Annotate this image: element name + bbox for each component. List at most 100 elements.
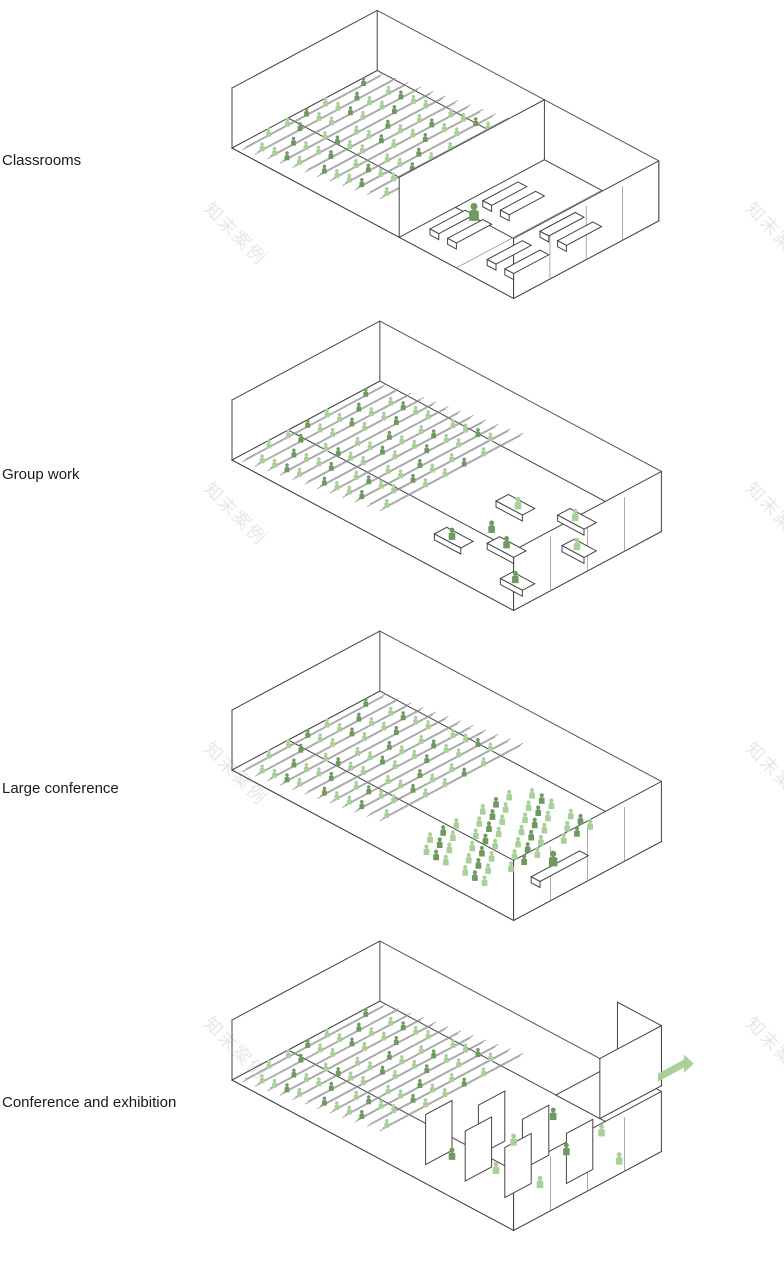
seated-person — [443, 437, 449, 443]
audience-member — [433, 853, 440, 861]
seated-person — [285, 742, 291, 749]
seated-person — [369, 1027, 374, 1031]
seating-row — [254, 80, 394, 155]
seated-person — [353, 1094, 359, 1100]
seated-person — [284, 154, 290, 161]
seated-person — [336, 447, 340, 451]
audience-member — [560, 837, 567, 844]
seated-person — [346, 488, 352, 495]
seated-person — [451, 1039, 455, 1043]
seated-person — [266, 1062, 272, 1069]
seated-person — [335, 1070, 341, 1077]
seated-person — [322, 480, 327, 486]
seated-person — [443, 467, 447, 472]
audience-member — [529, 829, 534, 835]
seating-row — [367, 1050, 509, 1127]
audience-member — [568, 808, 573, 813]
seated-person — [462, 1077, 466, 1082]
seated-person — [305, 728, 310, 733]
seated-person — [411, 1093, 415, 1098]
seated-person — [425, 723, 431, 730]
seated-person — [299, 1053, 303, 1058]
visitor-figure — [599, 1124, 605, 1129]
seated-person — [393, 450, 397, 454]
audience-member — [493, 800, 499, 808]
seated-person — [398, 472, 403, 479]
desk-front — [504, 268, 515, 281]
seated-person — [411, 783, 415, 788]
axonometric-group-work — [228, 318, 784, 642]
seated-person — [460, 116, 466, 122]
seated-person — [461, 1080, 467, 1087]
seated-person — [394, 726, 399, 730]
audience-member — [481, 879, 488, 887]
audience-member — [532, 817, 537, 822]
seated-person — [399, 90, 403, 94]
seated-person — [359, 147, 365, 154]
speaker-figure — [550, 850, 557, 857]
seated-person — [423, 102, 429, 109]
seated-person — [444, 1053, 448, 1058]
seated-person — [419, 424, 423, 429]
seated-person — [384, 156, 390, 163]
seated-person — [364, 387, 368, 392]
seated-person — [359, 493, 365, 500]
exhibition-partition — [504, 1132, 532, 1199]
seated-person — [335, 105, 341, 111]
partition-line — [456, 189, 602, 269]
seated-person — [297, 1087, 302, 1092]
seated-person — [386, 1054, 392, 1060]
audience-member — [538, 835, 543, 840]
seated-person — [473, 117, 478, 121]
audience-member — [507, 789, 512, 795]
seated-person — [391, 797, 397, 804]
seated-person — [431, 1049, 436, 1053]
seated-person — [303, 456, 309, 462]
seated-person — [354, 128, 359, 135]
seating-row — [379, 435, 521, 512]
audience-member — [526, 800, 531, 805]
seated-person — [323, 1062, 328, 1067]
audience-member — [462, 869, 469, 876]
audience-member — [529, 792, 535, 799]
visitor-figure — [616, 1152, 622, 1158]
seated-person — [285, 1052, 291, 1059]
audience-member — [477, 816, 482, 821]
seated-person — [461, 112, 465, 117]
seated-person — [366, 475, 371, 479]
visitor-figure — [550, 1107, 556, 1113]
audience-member — [434, 849, 439, 854]
seated-person — [259, 145, 265, 152]
seated-person — [429, 466, 435, 473]
seated-person — [325, 408, 329, 413]
seated-person — [413, 409, 419, 415]
seated-person — [348, 454, 354, 461]
seated-person — [335, 169, 339, 173]
seated-person — [323, 442, 328, 447]
seating-row — [242, 1006, 384, 1083]
left-wall — [231, 940, 381, 1081]
audience-member — [578, 813, 583, 819]
seated-person — [354, 95, 360, 101]
audience-member — [541, 826, 548, 834]
back-wall-edge — [376, 10, 660, 162]
seated-person — [349, 730, 355, 737]
seated-person — [481, 760, 486, 767]
left-wall — [231, 630, 381, 771]
seated-person — [488, 1055, 493, 1062]
seated-person — [384, 186, 389, 191]
audience-member — [470, 840, 475, 845]
seated-person — [413, 405, 418, 410]
seated-person — [304, 141, 308, 145]
seated-person — [285, 463, 289, 467]
seated-person — [444, 743, 448, 748]
audience-member — [499, 818, 506, 825]
audience-member — [465, 856, 472, 864]
audience-member — [519, 824, 524, 829]
seated-person — [454, 130, 460, 137]
seating-row — [319, 99, 459, 175]
seated-person — [413, 1025, 418, 1030]
seated-person — [481, 1070, 486, 1077]
seated-person — [259, 767, 265, 774]
seated-person — [329, 116, 334, 120]
